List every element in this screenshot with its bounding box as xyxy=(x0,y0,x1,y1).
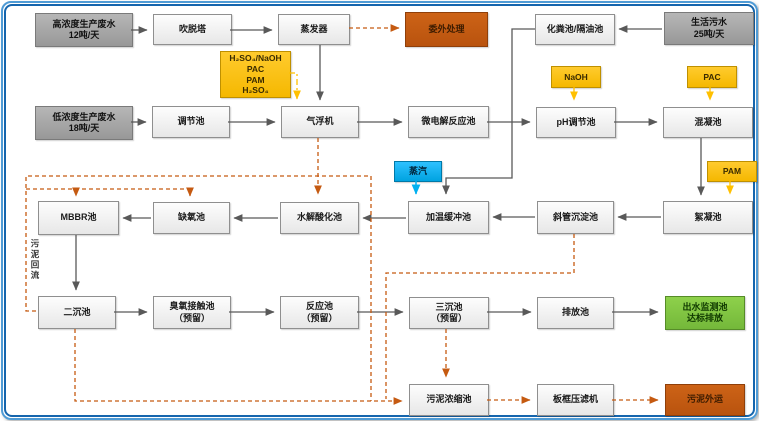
node-pam-dosing: PAM xyxy=(707,161,757,182)
node-label: MBBR池 xyxy=(60,212,97,223)
node-domestic-sewage: 生活污水 25吨/天 xyxy=(664,12,754,45)
node-label: 排放池 xyxy=(561,307,589,318)
node-coagulation-tank: 混凝池 xyxy=(663,107,753,138)
node-label: 三沉池 （预留） xyxy=(430,301,467,323)
node-inclined-tube-settler: 斜管沉淀池 xyxy=(537,201,614,234)
node-label: 污泥浓缩池 xyxy=(426,394,472,405)
node-pac-dosing: PAC xyxy=(687,66,737,88)
node-anoxic-tank: 缺氧池 xyxy=(153,202,230,234)
node-filter-press: 板框压滤机 xyxy=(537,384,614,416)
node-high-conc-wastewater: 高浓度生产废水 12吨/天 xyxy=(35,13,133,47)
node-label: 混凝池 xyxy=(694,116,722,127)
node-label: 水解酸化池 xyxy=(296,212,342,223)
node-naoh-dosing: NaOH xyxy=(551,66,601,88)
node-regulating-tank: 调节池 xyxy=(152,106,230,138)
node-ph-adjust-tank: pH调节池 xyxy=(536,107,616,138)
node-outsourced-disposal: 委外处理 xyxy=(405,12,488,47)
node-label: H₂SO₄/NaOH PAC PAM H₂SO₄ xyxy=(229,53,282,96)
node-label: 缺氧池 xyxy=(177,212,205,223)
node-label: 臭氧接触池 （预留） xyxy=(169,301,215,323)
node-chemical-dosing: H₂SO₄/NaOH PAC PAM H₂SO₄ xyxy=(220,51,291,98)
node-label: 微电解反应池 xyxy=(421,116,476,127)
node-label: 生活污水 25吨/天 xyxy=(690,17,727,39)
node-septic-grease-tank: 化粪池/隔油池 xyxy=(535,14,615,45)
node-label: PAM xyxy=(722,166,742,177)
node-tertiary-clarifier: 三沉池 （预留） xyxy=(409,297,489,329)
node-steam-feed: 蒸汽 xyxy=(394,161,442,182)
node-air-flotation: 气浮机 xyxy=(281,106,359,138)
node-label: 化粪池/隔油池 xyxy=(546,23,604,34)
node-sludge-haul-away: 污泥外运 xyxy=(665,384,745,416)
node-micro-electrolysis: 微电解反应池 xyxy=(408,106,489,138)
node-label: 出水监测池 达标排放 xyxy=(682,301,728,323)
node-label: 二沉池 xyxy=(63,306,91,317)
node-label: 污泥外运 xyxy=(686,394,723,405)
node-flocculation-tank: 絮凝池 xyxy=(663,201,753,234)
node-hydrolysis-tank: 水解酸化池 xyxy=(280,202,359,234)
node-label: 蒸发器 xyxy=(300,23,328,34)
node-low-conc-wastewater: 低浓度生产废水 18吨/天 xyxy=(35,106,133,140)
node-label: 板框压滤机 xyxy=(552,394,598,405)
node-ozone-contact-tank: 臭氧接触池 （预留） xyxy=(153,296,231,329)
node-label: PAC xyxy=(703,71,721,82)
node-label: NaOH xyxy=(564,71,588,82)
node-stripping-tower: 吹脱塔 xyxy=(153,14,232,45)
node-label: 高浓度生产废水 12吨/天 xyxy=(52,18,116,40)
node-reaction-tank: 反应池 （预留） xyxy=(280,296,359,329)
node-discharge-tank: 排放池 xyxy=(537,297,614,329)
sludge-return-label: 污泥回流 xyxy=(30,239,40,281)
node-label: 加温缓冲池 xyxy=(425,211,471,222)
node-label: 调节池 xyxy=(177,116,205,127)
node-label: 絮凝池 xyxy=(694,211,722,222)
node-monitored-outfall: 出水监测池 达标排放 xyxy=(665,296,745,330)
node-mbbr-tank: MBBR池 xyxy=(38,201,119,235)
node-label: 反应池 （预留） xyxy=(301,301,338,323)
node-sludge-thickener: 污泥浓缩池 xyxy=(409,384,489,416)
node-heating-buffer-tank: 加温缓冲池 xyxy=(408,201,489,234)
node-label: 吹脱塔 xyxy=(178,23,206,34)
flow-lines xyxy=(72,25,705,316)
node-label: 蒸汽 xyxy=(408,165,427,176)
node-label: 斜管沉淀池 xyxy=(552,211,598,222)
node-label: 气浮机 xyxy=(306,116,334,127)
node-label: 委外处理 xyxy=(428,23,465,34)
node-secondary-clarifier: 二沉池 xyxy=(38,296,116,329)
node-label: 低浓度生产废水 18吨/天 xyxy=(52,111,116,133)
diagram-canvas: 高浓度生产废水 12吨/天 吹脱塔 蒸发器 委外处理 化粪池/隔油池 生活污水 … xyxy=(4,4,757,417)
node-label: pH调节池 xyxy=(556,116,596,127)
node-evaporator: 蒸发器 xyxy=(278,14,350,45)
